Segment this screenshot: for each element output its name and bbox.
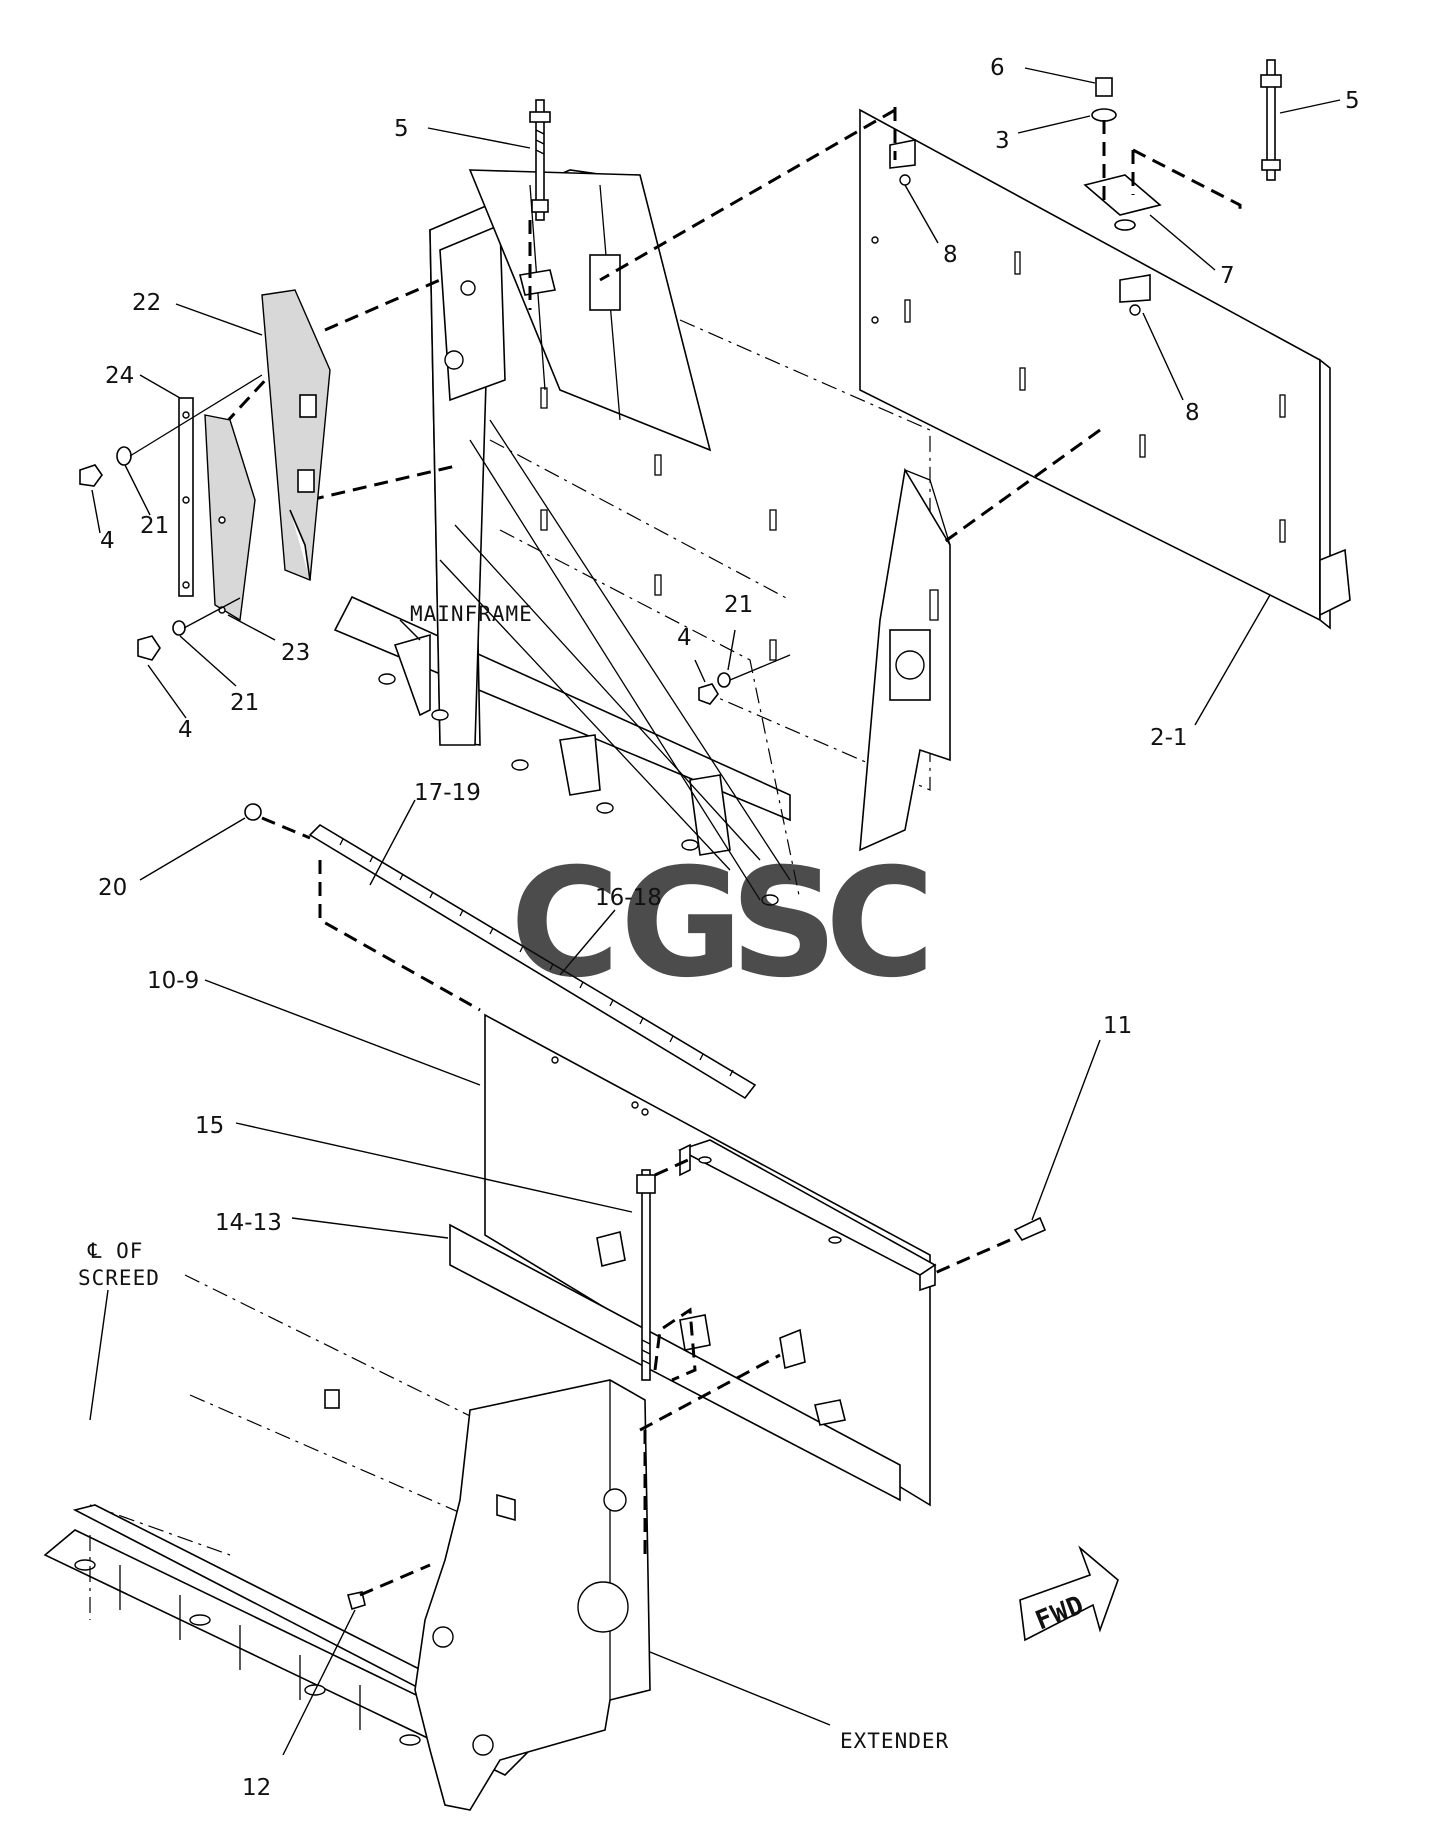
callout-24: 24 (105, 363, 134, 389)
plate-22 (261, 289, 331, 581)
plate-24 (178, 397, 194, 597)
callout-10-9: 10-9 (147, 968, 199, 994)
callout-8-mid: 8 (1185, 400, 1200, 426)
section-labels: MAINFRAME EXTENDER ℄ OF SCREED (78, 602, 949, 1753)
cgsc-watermark: C G S C (510, 837, 935, 1011)
callout-5-right: 5 (1345, 88, 1360, 114)
callout-4-b: 4 (178, 717, 193, 743)
pin-20 (244, 803, 311, 840)
panel-10-9 (484, 1013, 931, 1507)
washer-3 (1091, 108, 1117, 122)
plate-7 (1083, 174, 1162, 231)
screed-label: SCREED (78, 1266, 160, 1290)
callout-7: 7 (1220, 263, 1235, 289)
fwd-arrow: FWD (1019, 1545, 1119, 1642)
mainframe-label: MAINFRAME (410, 602, 533, 626)
callout-2-1: 2-1 (1150, 725, 1188, 751)
extender-assembly (43, 1274, 781, 1811)
strip-14-13 (449, 1223, 901, 1502)
callout-12: 12 (242, 1775, 271, 1801)
cap-screw-6 (1095, 77, 1113, 97)
clips (596, 1231, 846, 1426)
callout-17-19: 17-19 (414, 780, 481, 806)
callout-23: 23 (281, 640, 310, 666)
callout-6: 6 (990, 55, 1005, 81)
plate-23 (204, 414, 256, 622)
centerline-of-label: ℄ OF (87, 1239, 143, 1263)
callout-15: 15 (195, 1113, 224, 1139)
mainframe-assembly (333, 169, 951, 906)
watermark-letter-1: C (510, 837, 620, 1011)
scale-strip-17-19 (308, 823, 757, 1100)
watermark-letter-3: S (730, 837, 838, 1011)
callout-11: 11 (1103, 1013, 1132, 1039)
callout-8-top: 8 (943, 242, 958, 268)
watermark-letter-2: G (620, 837, 743, 1011)
nuts-and-washers-left (79, 374, 791, 705)
screw-11 (929, 1216, 1047, 1277)
stud-right (1260, 59, 1282, 181)
callout-16-18: 16-18 (595, 885, 662, 911)
stud-left (529, 99, 551, 221)
callout-14-13: 14-13 (215, 1210, 282, 1236)
watermark-letter-4: C (825, 837, 935, 1011)
callout-numbers: 5 6 3 5 8 7 8 22 24 21 4 23 21 4 4 21 2-… (98, 55, 1360, 1801)
extender-label: EXTENDER (840, 1729, 949, 1753)
panel-2-1 (859, 108, 1351, 630)
callout-21-c: 21 (724, 592, 753, 618)
callout-4-c: 4 (677, 625, 692, 651)
callout-21-a: 21 (140, 513, 169, 539)
callout-3: 3 (995, 128, 1010, 154)
leader-lines (89, 67, 1341, 1756)
callout-5-left: 5 (394, 116, 409, 142)
callout-20: 20 (98, 875, 127, 901)
bracket-assembly (677, 1139, 937, 1292)
callout-4-a: 4 (100, 528, 115, 554)
callout-21-b: 21 (230, 690, 259, 716)
callout-22: 22 (132, 290, 161, 316)
stud-15 (636, 1169, 656, 1381)
